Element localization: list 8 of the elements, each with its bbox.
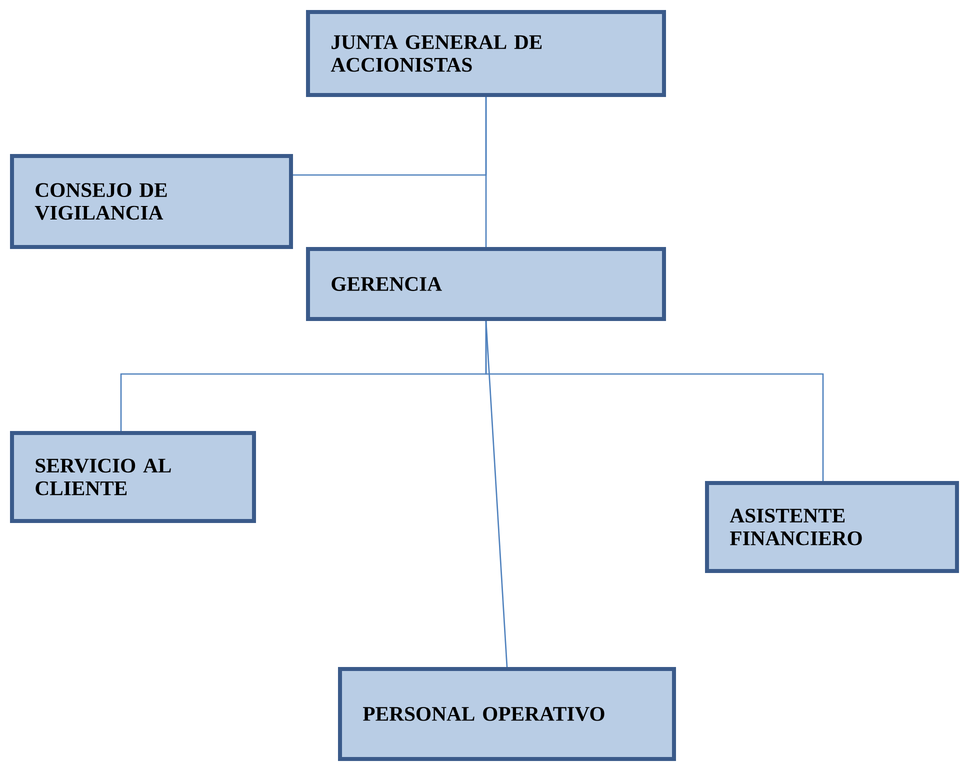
org-box: ASISTENTE FINANCIERO [705,481,959,573]
org-box: GERENCIA [306,247,666,321]
org-box: SERVICIO AL CLIENTE [10,431,256,523]
connector-line [485,320,508,668]
org-box: PERSONAL OPERATIVO [338,667,676,761]
org-box: CONSEJO DE VIGILANCIA [10,154,293,249]
connector-line [485,97,487,247]
org-box: JUNTA GENERAL DE ACCIONISTAS [306,10,666,97]
